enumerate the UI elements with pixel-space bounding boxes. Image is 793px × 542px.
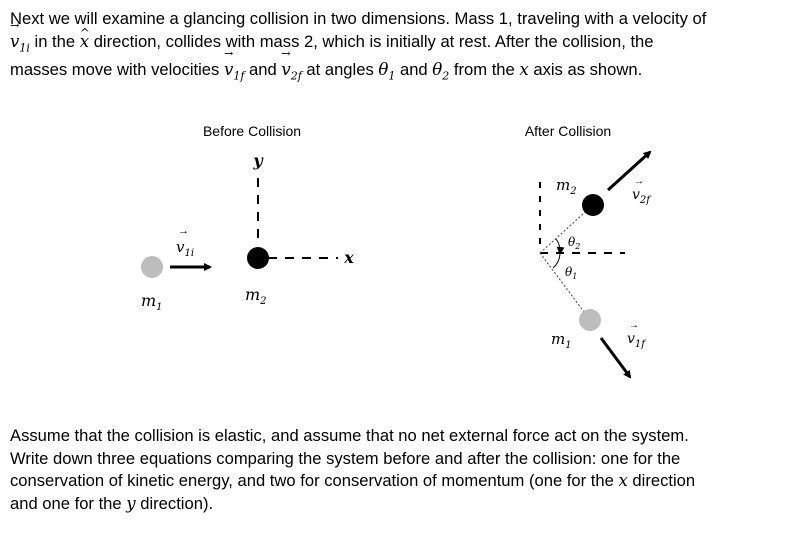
v1i-subscript: 1i (19, 40, 30, 54)
mass-2-before (247, 247, 269, 269)
v2f-label: v2f (632, 187, 652, 206)
v2f-subscript: 2f (290, 69, 302, 83)
v1i-label-arrow-icon: → (178, 225, 189, 237)
intro-text-1: Next we will examine a glancing collisio… (10, 9, 707, 28)
v1f-label-arrow-icon: → (629, 320, 639, 331)
v2f-symbol: →v (281, 47, 291, 80)
intro-line-1: Next we will examine a glancing collisio… (10, 8, 790, 31)
v1i-symbol: →v (10, 18, 20, 51)
intro-text-7: and (395, 60, 433, 80)
theta1-symbol: θ (378, 60, 389, 80)
x-direction-symbol: x (618, 471, 628, 490)
theta1-subscript: 1 (388, 69, 396, 83)
outro-line-2: Write down three equations comparing the… (10, 448, 681, 468)
y-axis-label: y (252, 151, 264, 170)
mass-1-after (579, 309, 601, 331)
after-collision-title: After Collision (525, 123, 611, 139)
v1f-label: v1f (627, 331, 647, 350)
m1-path-dotted (539, 252, 591, 321)
outro-line-3: conservation of kinetic energy, and two … (10, 471, 696, 490)
theta2-arc (555, 238, 565, 255)
hat-icon: ^ (79, 25, 90, 40)
intro-text-3: direction, collides with mass 2, which i… (89, 31, 654, 51)
intro-text-2: in the (29, 31, 80, 51)
intro-text-9: axis as shown. (528, 60, 643, 80)
v1f-symbol: →v (223, 47, 234, 80)
intro-text-5: and (244, 60, 282, 80)
outro-line-4: and one for the y direction). (10, 493, 214, 513)
v2f-arrow (606, 150, 652, 192)
intro-line-2: →v1i in the ^x direction, collides with … (10, 18, 790, 60)
vector-arrow-icon: → (224, 47, 234, 61)
vector-arrow-icon: → (281, 47, 291, 61)
vector-arrow-icon: → (10, 18, 20, 32)
intro-line-3: masses move with velocities →v1f and →v2… (10, 47, 790, 88)
theta2-subscript: 2 (442, 69, 450, 83)
theta1-label: θ1 (565, 265, 577, 281)
before-collision-title: Before Collision (203, 123, 301, 139)
m2-label-before: m2 (245, 285, 267, 307)
theta1-arc (552, 252, 561, 269)
outro-line-1: Assume that the collision is elastic, an… (10, 426, 689, 445)
mass-2-after (582, 194, 604, 216)
m1-label-before: m1 (141, 291, 163, 313)
v2f-label-arrow-icon: → (634, 176, 644, 187)
intro-text-4: masses move with velocities (10, 60, 224, 80)
x-axis-label: x (343, 248, 354, 267)
m2-label-after: m2 (556, 176, 577, 197)
v1f-subscript: 1f (233, 69, 245, 83)
mass-1-before (141, 256, 163, 278)
intro-text-8: from the (449, 60, 520, 80)
v1i-label: v1i (176, 238, 194, 259)
intro-text-6: at angles (301, 60, 379, 80)
intro-paragraph: Next we will examine a glancing collisio… (10, 8, 790, 88)
outro-paragraph: Assume that the collision is elastic, an… (10, 425, 790, 515)
x-hat-symbol: ^x (80, 26, 90, 54)
theta2-symbol: θ (432, 60, 443, 80)
x-symbol: x (519, 60, 529, 80)
y-direction-symbol: y (126, 493, 136, 513)
theta2-label: θ2 (568, 235, 580, 251)
m1-label-after: m1 (551, 330, 572, 351)
v1f-arrow (599, 337, 632, 379)
